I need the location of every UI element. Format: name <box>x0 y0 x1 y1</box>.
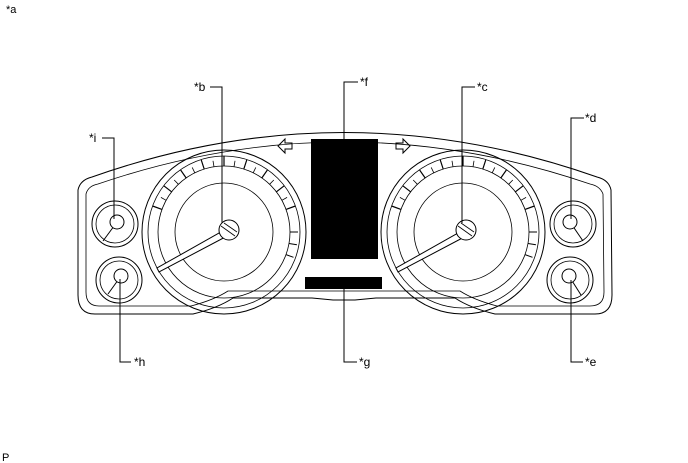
callout-g: *g <box>359 355 370 369</box>
small-gauge-upper-right <box>549 200 597 248</box>
gauge-tick <box>500 169 508 179</box>
gauge-tick <box>269 179 275 185</box>
turn-right-arrow-icon <box>395 137 411 155</box>
tachometer-ticks <box>391 156 537 258</box>
gauge-tick <box>524 254 533 258</box>
gauge-tick <box>482 159 487 170</box>
speedometer-ticks <box>152 156 298 258</box>
gauge-tick <box>418 169 426 179</box>
gauge-tick <box>491 167 496 173</box>
speedometer-gauge <box>141 149 307 315</box>
gauge-tick <box>152 205 163 210</box>
callout-f: *f <box>360 75 369 89</box>
leader-lines <box>102 81 584 363</box>
gauge-tick <box>524 205 535 210</box>
gauge-tick <box>391 205 402 210</box>
callout-b: *b <box>194 80 206 94</box>
gauge-tick <box>163 185 172 193</box>
callout-h: *h <box>134 355 145 369</box>
cluster-housing <box>77 132 613 315</box>
callout-c: *c <box>477 80 488 94</box>
gauge-tick <box>508 179 514 185</box>
gauge-tick <box>212 160 215 167</box>
turn-left-arrow-icon <box>277 137 293 155</box>
gauge-tick <box>252 167 257 173</box>
gauge-needle-icon <box>395 219 477 273</box>
gauge-tick <box>451 160 454 167</box>
lower-display-strip <box>305 277 382 289</box>
gauge-tick <box>261 169 269 179</box>
small-gauge-upper-left <box>91 200 139 248</box>
gauge-tick <box>200 159 205 170</box>
gauge-tick <box>399 197 406 201</box>
tachometer-gauge <box>380 149 546 315</box>
figure-corner-label: *a <box>6 4 17 16</box>
gauge-tick <box>243 159 248 170</box>
gauge-tick <box>173 179 179 185</box>
gauge-tick <box>412 179 418 185</box>
gauge-tick <box>402 185 411 193</box>
gauge-tick <box>515 185 524 193</box>
figure-footer-code: P <box>2 452 9 463</box>
small-gauge-lower-right <box>546 256 594 304</box>
gauge-needle-icon <box>156 219 240 273</box>
gauge-tick <box>233 160 236 167</box>
gauge-tick <box>285 254 294 258</box>
gauge-tick <box>179 169 187 179</box>
gauge-tick <box>285 205 296 210</box>
gauge-tick <box>520 197 527 201</box>
gauge-tick <box>472 160 475 167</box>
gauge-tick <box>439 159 444 170</box>
gauge-tick <box>527 243 536 246</box>
multi-information-display <box>311 139 378 259</box>
callout-i: *i <box>89 131 96 145</box>
small-gauge-lower-left <box>95 256 143 304</box>
gauge-tick <box>160 197 167 201</box>
callout-d: *d <box>585 111 596 125</box>
gauge-tick <box>430 167 435 173</box>
gauge-tick <box>191 167 196 173</box>
callout-e: *e <box>585 355 597 369</box>
gauge-tick <box>276 185 285 193</box>
gauge-tick <box>288 243 297 246</box>
gauge-tick <box>281 197 288 201</box>
